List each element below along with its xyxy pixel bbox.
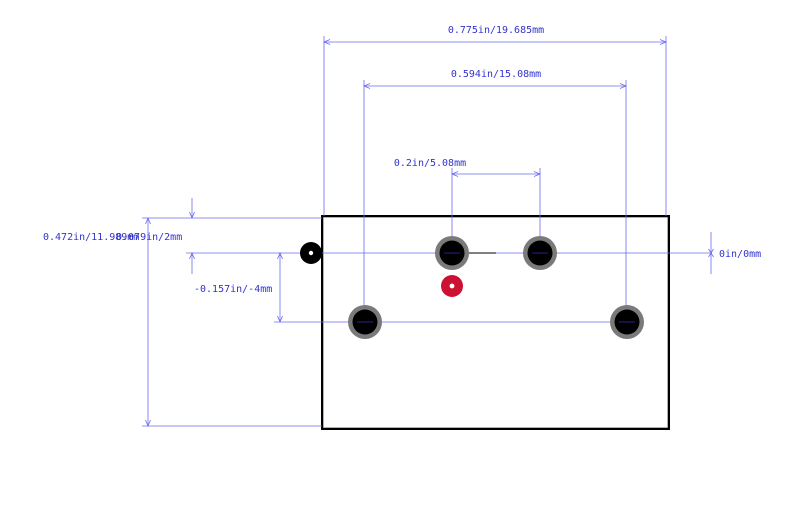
- pad-bottom-left: [348, 305, 382, 339]
- top-origin-arrow-top: [189, 211, 195, 220]
- height-label: 0.472in/11.989mm: [43, 232, 139, 243]
- lower-row-arrow-bottom: [277, 315, 283, 324]
- origin-ref-arrow-bottom: [708, 252, 714, 258]
- height-arrow-bottom: [145, 419, 151, 428]
- overall-width-label: 0.775in/19.685mm: [448, 25, 544, 36]
- pitch-arrow-right: [533, 171, 542, 177]
- pitch-label: 0.2in/5.08mm: [394, 158, 466, 169]
- pin1-marker: [300, 242, 322, 264]
- pad-top-2: [523, 236, 557, 270]
- overall-width-arrow-right: [659, 39, 668, 45]
- top-origin-label: 0.079in/2mm: [116, 232, 182, 243]
- origin-ref-label: 0in/0mm: [719, 249, 761, 260]
- top-origin-arrow-bottom: [189, 251, 195, 260]
- lower-row-label: -0.157in/-4mm: [194, 284, 272, 295]
- pin-span-label: 0.594in/15.08mm: [451, 69, 541, 80]
- pitch-arrow-left: [450, 171, 459, 177]
- pad-top-1: [435, 236, 469, 270]
- lower-row-arrow-top: [277, 251, 283, 260]
- height-arrow-top: [145, 216, 151, 225]
- overall-width-arrow-left: [322, 39, 331, 45]
- pad-bottom-right: [610, 305, 644, 339]
- body-outline: [321, 215, 670, 430]
- pin-span-arrow-left: [362, 83, 371, 89]
- origin-marker: [441, 275, 463, 297]
- pin-span-arrow-right: [619, 83, 628, 89]
